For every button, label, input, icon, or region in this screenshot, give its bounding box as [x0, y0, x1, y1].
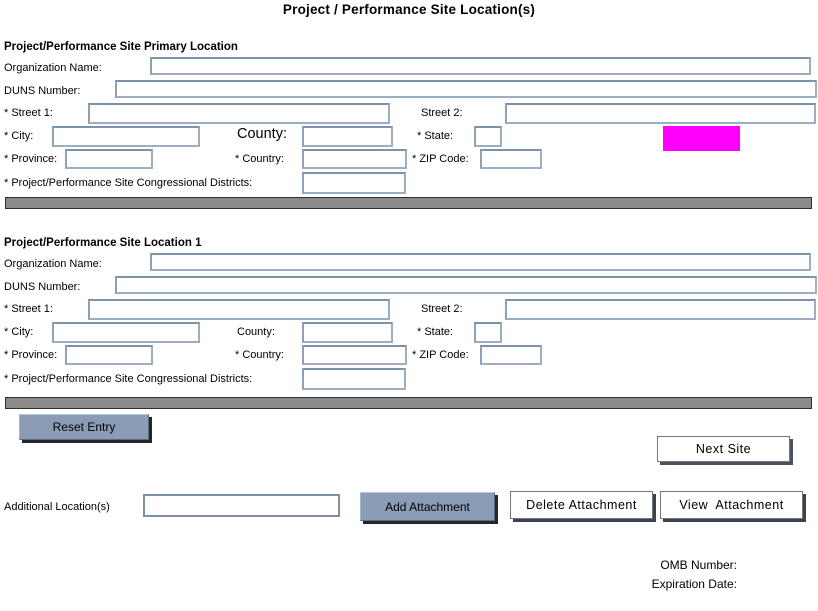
- duns-number-label: DUNS Number:: [4, 281, 81, 293]
- duns-number-input[interactable]: [115, 276, 817, 294]
- congressional-districts-input[interactable]: [302, 172, 406, 194]
- country-input[interactable]: [302, 345, 407, 365]
- view-attachment-button[interactable]: View Attachment: [660, 491, 803, 519]
- country-label: * Country:: [235, 153, 284, 165]
- province-input[interactable]: [65, 345, 153, 365]
- country-input[interactable]: [302, 149, 407, 169]
- county-input[interactable]: [302, 126, 393, 147]
- street1-label: * Street 1:: [4, 107, 53, 119]
- province-label: * Province:: [4, 349, 58, 361]
- province-label: * Province:: [4, 153, 58, 165]
- country-label: * Country:: [235, 349, 284, 361]
- zip-code-input[interactable]: [480, 345, 542, 365]
- page-title: Project / Performance Site Location(s): [282, 2, 536, 17]
- county-input[interactable]: [302, 322, 393, 343]
- city-label: * City:: [4, 130, 34, 142]
- state-label: * State:: [417, 130, 454, 142]
- congressional-districts-input[interactable]: [302, 368, 406, 390]
- province-input[interactable]: [65, 149, 153, 169]
- additional-locations-label: Additional Location(s): [4, 501, 110, 513]
- section-divider-bar: [5, 397, 812, 409]
- congressional-districts-label: * Project/Performance Site Congressional…: [4, 373, 253, 385]
- street2-label: Street 2:: [421, 303, 463, 315]
- street1-input[interactable]: [88, 299, 390, 320]
- organization-name-label: Organization Name:: [4, 258, 102, 270]
- zip-code-label: * ZIP Code:: [412, 153, 469, 165]
- zip-code-input[interactable]: [480, 149, 542, 169]
- primary-location-section: Project/Performance Site Primary Locatio…: [0, 41, 818, 211]
- zip-code-label: * ZIP Code:: [412, 349, 469, 361]
- additional-locations-input[interactable]: [143, 494, 340, 517]
- street1-label: * Street 1:: [4, 303, 53, 315]
- section-header-primary: Project/Performance Site Primary Locatio…: [4, 41, 238, 53]
- county-label: County:: [237, 326, 275, 338]
- magenta-highlight-box: [663, 126, 740, 151]
- congressional-districts-label: * Project/Performance Site Congressional…: [4, 177, 253, 189]
- street2-label: Street 2:: [421, 107, 463, 119]
- state-input[interactable]: [474, 126, 502, 147]
- location-1-section: Project/Performance Site Location 1 Orga…: [0, 237, 818, 413]
- expiration-date-label: Expiration Date:: [651, 576, 737, 591]
- next-site-button[interactable]: Next Site: [657, 436, 790, 462]
- section-divider-bar: [5, 197, 812, 209]
- reset-entry-button[interactable]: Reset Entry: [19, 414, 149, 440]
- duns-number-label: DUNS Number:: [4, 85, 81, 97]
- county-label: County:: [237, 126, 287, 142]
- delete-attachment-button[interactable]: Delete Attachment: [510, 491, 653, 519]
- omb-footer: OMB Number: Expiration Date:: [652, 556, 737, 593]
- street2-input[interactable]: [505, 299, 816, 320]
- street2-input[interactable]: [505, 103, 816, 124]
- state-label: * State:: [417, 326, 454, 338]
- city-input[interactable]: [52, 322, 200, 343]
- organization-name-input[interactable]: [150, 57, 811, 75]
- city-label: * City:: [4, 326, 34, 338]
- organization-name-input[interactable]: [150, 253, 811, 271]
- city-input[interactable]: [52, 126, 200, 147]
- state-input[interactable]: [474, 322, 502, 343]
- section-header-location-1: Project/Performance Site Location 1: [4, 237, 202, 249]
- duns-number-input[interactable]: [115, 80, 817, 98]
- organization-name-label: Organization Name:: [4, 62, 102, 74]
- add-attachment-button[interactable]: Add Attachment: [360, 492, 495, 521]
- omb-number-label: OMB Number:: [660, 558, 737, 572]
- street1-input[interactable]: [88, 103, 390, 124]
